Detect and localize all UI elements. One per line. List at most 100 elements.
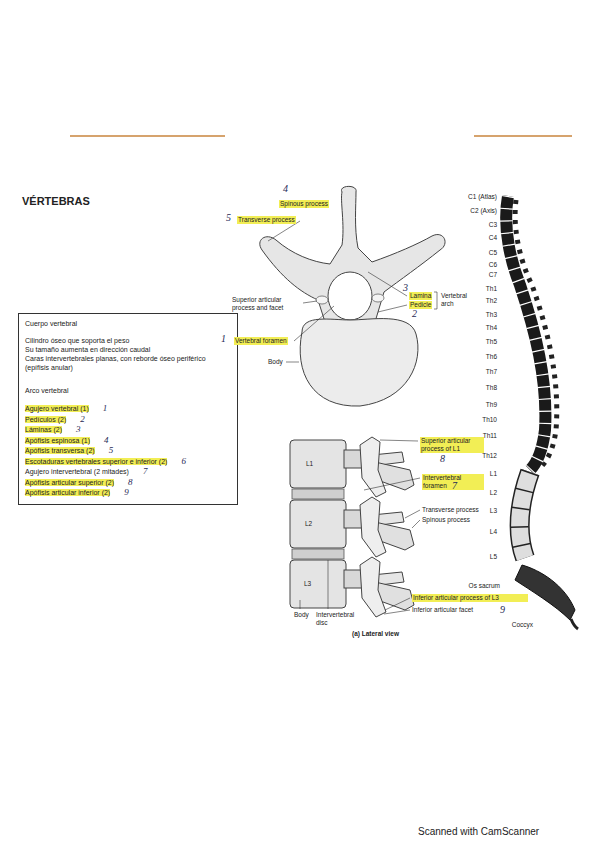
vertebra-label: Coccyx [512,621,533,629]
part-label: Inferior articular facet [412,606,473,614]
list-item: Pedículos (2) [25,416,66,423]
vertebra-label: C7 [489,271,497,279]
vertebra-label: C2 (Axis) [470,207,497,215]
vertebra-label: L4 [490,528,497,536]
part-label: Spinous process [422,516,470,524]
list-row: Apófisis transversa (2) 5 [25,445,231,456]
part-label: Vertebral foramen [234,337,288,345]
list-item: Agujero vertebral (1) [25,405,89,412]
callout-number: 7 [452,481,457,491]
intervertebral-disc [292,489,344,499]
vertebra-label: Th12 [482,452,497,460]
list-row: Apófisis articular superior (2) 8 [25,477,231,488]
cervical-thoracic-column [506,196,545,470]
vertebral-foramen [328,272,372,320]
list-item: Escotaduras vertebrales superior e infer… [25,458,167,465]
part-label: Transverse process [422,506,479,514]
vertebra-label: Th6 [486,353,497,361]
part-label: Vertebral arch [441,292,471,308]
part-label: Spinous process [279,200,329,208]
leader-line [385,598,410,610]
leader-line [368,272,407,296]
handwritten-number: 6 [181,456,186,466]
header-rule [474,135,572,137]
list-row: Escotaduras vertebrales superior e infer… [25,456,231,467]
vertebra-label: C3 [489,221,497,229]
lumbar-column [520,472,530,558]
vertebra-label: C4 [489,234,497,242]
list-item: Apófisis espinosa (1) [25,437,90,444]
note-box: Cuerpo vertebralCilindro óseo que soport… [18,313,238,505]
vertebra-label: Th2 [486,297,497,305]
vertebra-label: L5 [490,553,497,561]
view-caption: (a) Lateral view [352,630,399,638]
list-item: Apófisis articular superior (2) [25,479,114,486]
part-label: Transverse process [237,216,296,224]
callout-number: 2 [412,309,417,319]
part-label: Body [268,358,283,366]
part-label: Lamina [409,292,432,300]
leader-line [384,610,410,614]
vertebra-label: L2 [490,489,497,497]
box-heading: Arco vertebral [25,386,231,395]
lumbar-vertebra [290,437,414,497]
lumbar-vertebra [290,557,414,617]
vertebra-label: L3 [490,507,497,515]
vertebra-label: Th5 [486,338,497,346]
coccyx [571,619,578,629]
vertebra-label: Th3 [486,311,497,319]
vertebra-label: C1 (Atlas) [468,193,497,201]
leader-line [405,510,420,518]
leader-line [294,306,334,341]
handwritten-number: 3 [76,424,81,434]
handwritten-number: 1 [103,403,108,413]
leader-line [378,305,407,312]
part-label: Superior articular process of L1 [420,437,484,453]
list-item: Apófisis articular inferior (2) [25,489,110,496]
list-item: Agujero intervertebral (2 mitades) [25,468,129,475]
leader-line [303,301,317,303]
callout-number: 8 [440,454,445,464]
leader-line [380,440,418,441]
part-label: Intervertebral disc [316,611,364,627]
vertebra-label: Th1 [486,285,497,293]
vertebra-label: L1 [490,470,497,478]
leader-line [286,362,299,363]
column-gaps [506,196,545,470]
part-label: Pedicle [409,301,432,309]
articular-facet [316,296,328,304]
lumbar-vertebra [290,497,414,557]
part-label: L1 [306,460,313,468]
box-description: Su tamaño aumenta en dirección caudal [25,345,231,354]
part-label: L2 [305,520,312,528]
callout-number: 3 [403,283,408,293]
handwritten-number: 2 [80,414,85,424]
vertebra-label: Th4 [486,324,497,332]
vertebra-label: Os sacrum [469,582,500,590]
vertebra-label: Th10 [482,416,497,424]
leader-line [268,221,300,241]
vertebra-label: Th11 [483,432,497,440]
lumbar-gaps [520,472,530,558]
callout-number: 9 [500,605,505,615]
vertebral-arch [260,186,445,322]
part-label: Superior articular process and facet [232,296,300,312]
spinous-processes [515,200,557,468]
part-label: Body [294,611,309,619]
list-item: Apófisis transversa (2) [25,447,95,454]
list-row: Agujero vertebral (1) 1 [25,403,231,414]
intervertebral-disc [292,549,344,559]
handwritten-number: 8 [128,477,133,487]
box-heading: Cuerpo vertebral [25,319,231,328]
articular-facet [372,294,384,302]
list-row: Apófisis espinosa (1)4 [25,435,231,446]
callout-number: 5 [226,213,231,223]
part-label: L3 [304,580,311,588]
list-row: Agujero intervertebral (2 mitades) 7 [25,466,231,477]
list-item: Láminas (2) [25,426,62,433]
page-title: VÉRTEBRAS [22,195,90,208]
handwritten-number: 7 [143,466,148,476]
handwritten-number: 5 [109,445,114,455]
vertebra-label: Th9 [486,401,497,409]
vertebral-body [300,319,418,406]
